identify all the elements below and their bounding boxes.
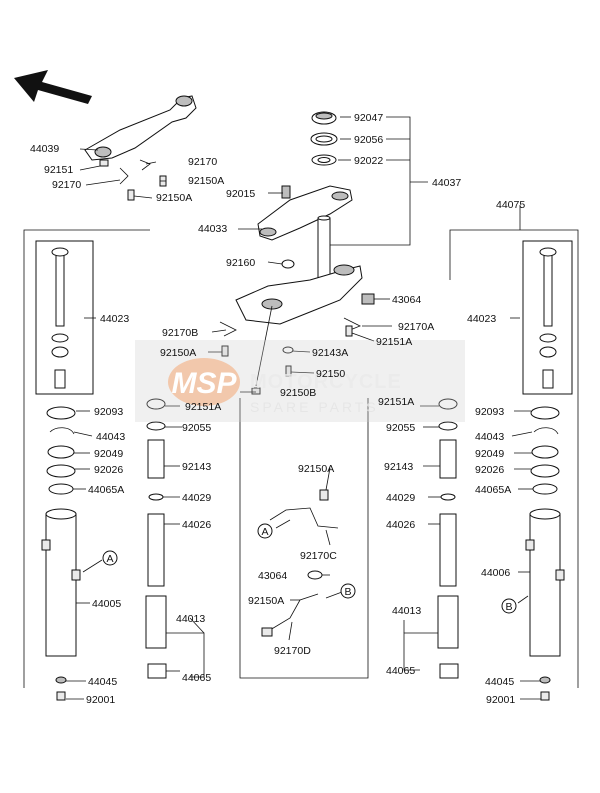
center-harness-box — [239, 398, 369, 679]
part-label: 44023 — [100, 313, 129, 325]
part-label: 92026 — [94, 464, 123, 476]
svg-text:B: B — [344, 586, 351, 598]
part-label: 92151A — [376, 336, 412, 348]
part-label: 92026 — [475, 464, 504, 476]
part-label: 44033 — [198, 223, 227, 235]
part-label: 92047 — [354, 112, 383, 124]
part-label: 44065A — [88, 484, 124, 496]
svg-text:A: A — [106, 553, 113, 565]
part-label: 44026 — [386, 519, 415, 531]
part-label: 92170C — [300, 550, 337, 562]
part-label: 92150A — [188, 175, 224, 187]
svg-text:A: A — [261, 526, 268, 538]
part-label: 92143 — [384, 461, 413, 473]
part-label: 92151A — [378, 396, 414, 408]
svg-text:SPARE PARTS: SPARE PARTS — [250, 399, 379, 415]
part-label: 44026 — [182, 519, 211, 531]
callout-a-circle: A — [102, 550, 118, 566]
part-label: 92001 — [86, 694, 115, 706]
part-label: 44029 — [386, 492, 415, 504]
part-label: 44045 — [485, 676, 514, 688]
left-inner-assembly-box — [23, 229, 150, 688]
part-label: 44043 — [475, 431, 504, 443]
handlebar-holder-illustration — [84, 95, 197, 201]
part-label: 44013 — [176, 613, 205, 625]
part-label: 44006 — [481, 567, 510, 579]
part-label: 92170 — [52, 179, 81, 191]
part-label: 92056 — [354, 134, 383, 146]
part-label: 92093 — [94, 406, 123, 418]
steering-head-illustration — [219, 111, 375, 395]
part-label: 44039 — [30, 143, 59, 155]
part-label: 92160 — [226, 257, 255, 269]
right-inner-assembly-box — [449, 229, 579, 688]
svg-text:MOTORCYCLE: MOTORCYCLE — [250, 371, 402, 393]
watermark: MSP MOTORCYCLE SPARE PARTS — [135, 340, 465, 422]
part-label: 92055 — [386, 422, 415, 434]
part-label: 92143 — [182, 461, 211, 473]
part-label: 92022 — [354, 155, 383, 167]
callout-a-circle: A — [257, 523, 273, 539]
left-fork-illustration — [41, 406, 81, 701]
part-label: 92170B — [162, 327, 198, 339]
part-label: 92055 — [182, 422, 211, 434]
part-label: 92170 — [188, 156, 217, 168]
part-label: 44013 — [392, 605, 421, 617]
part-label: 44045 — [88, 676, 117, 688]
part-label: 92170A — [398, 321, 434, 333]
part-label: 92015 — [226, 188, 255, 200]
part-label: 92049 — [94, 448, 123, 460]
part-label: 92151 — [44, 164, 73, 176]
right-fork-illustration — [525, 406, 565, 701]
part-label: 92170D — [274, 645, 311, 657]
svg-text:B: B — [505, 601, 512, 613]
part-label: 44005 — [92, 598, 121, 610]
left-damper-illustration — [145, 398, 167, 679]
front-direction-arrow-icon — [14, 70, 92, 104]
part-label: 44023 — [467, 313, 496, 325]
part-label: 92150A — [248, 595, 284, 607]
svg-text:MSP: MSP — [171, 367, 237, 400]
part-label: 44029 — [182, 492, 211, 504]
right-damper-illustration — [437, 398, 459, 679]
part-label: 92049 — [475, 448, 504, 460]
part-label: 44037 — [432, 177, 461, 189]
part-label: 92143A — [312, 347, 348, 359]
part-label: 44065 — [182, 672, 211, 684]
callout-b-circle: B — [501, 598, 517, 614]
part-label: 43064 — [392, 294, 421, 306]
part-label: 92150A — [156, 192, 192, 204]
callout-b-circle: B — [340, 583, 356, 599]
part-label: 92001 — [486, 694, 515, 706]
leader-lines — [66, 116, 541, 700]
part-label: 44065 — [386, 665, 415, 677]
part-label: 92093 — [475, 406, 504, 418]
part-label: 92151A — [185, 401, 221, 413]
part-label: 43064 — [258, 570, 287, 582]
part-label: 44065A — [475, 484, 511, 496]
part-label: 92150A — [298, 463, 334, 475]
part-label: 92150 — [316, 368, 345, 380]
part-label: 92150A — [160, 347, 196, 359]
part-label: 92150B — [280, 387, 316, 399]
part-label: 44075 — [496, 199, 525, 211]
part-label: 44043 — [96, 431, 125, 443]
